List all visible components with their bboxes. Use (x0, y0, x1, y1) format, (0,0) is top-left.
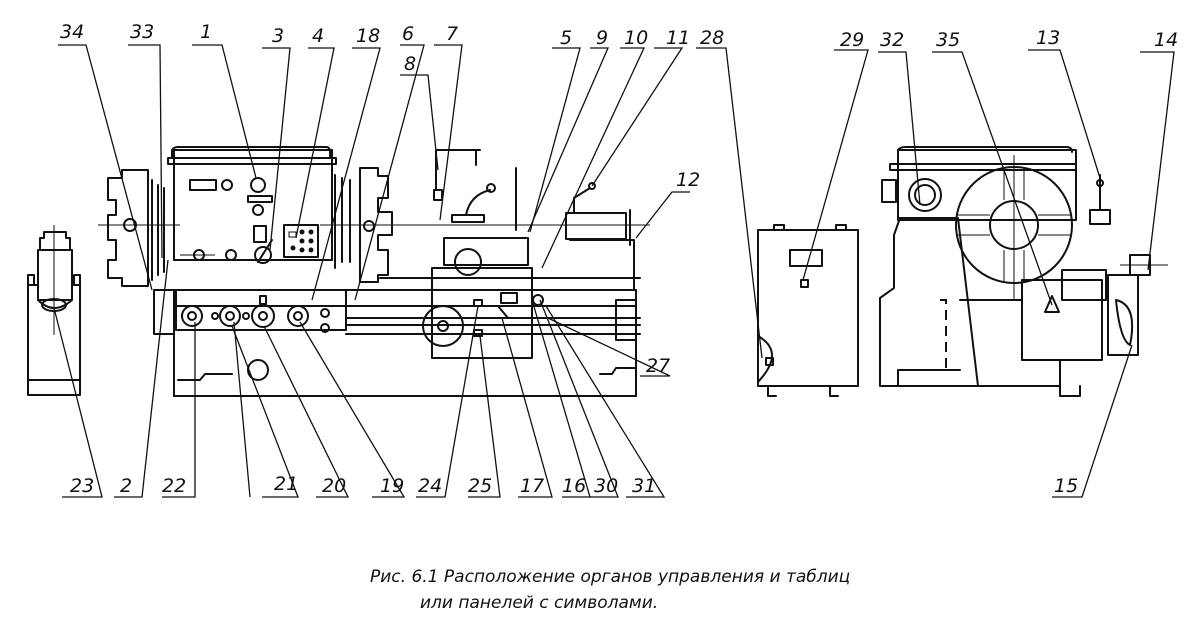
tailstock-end-view (27, 225, 81, 396)
callout-3: 3 (272, 25, 284, 47)
leader-lines (53, 44, 1175, 498)
callout-7: 7 (446, 23, 458, 45)
callout-24: 24 (418, 475, 442, 497)
callout-21: 21 (274, 473, 298, 495)
callout-35: 35 (936, 29, 960, 51)
callout-19: 19 (380, 475, 404, 497)
callout-31: 31 (632, 475, 656, 497)
callout-25: 25 (468, 475, 492, 497)
callout-labels: 34 33 1 3 4 18 6 7 8 5 9 10 11 28 29 32 … (60, 21, 1178, 497)
callout-27: 27 (646, 355, 670, 377)
callout-22: 22 (162, 475, 186, 497)
callout-18: 18 (356, 25, 380, 47)
callout-4: 4 (312, 25, 324, 47)
callout-34: 34 (60, 21, 84, 43)
callout-16: 16 (562, 475, 586, 497)
callout-17: 17 (520, 475, 544, 497)
callout-15: 15 (1054, 475, 1078, 497)
feed-box-knobs (181, 295, 330, 333)
callout-12: 12 (676, 169, 700, 191)
callout-8: 8 (404, 53, 416, 75)
symbol-panel-4 (288, 229, 314, 253)
callout-9: 9 (596, 27, 608, 49)
callout-1: 1 (200, 21, 212, 43)
lathe-side-view (879, 146, 1168, 397)
callout-29: 29 (840, 29, 864, 51)
callout-14: 14 (1154, 29, 1178, 51)
callout-28: 28 (700, 27, 724, 49)
callout-6: 6 (402, 23, 414, 45)
callout-33: 33 (130, 21, 154, 43)
figure-caption-line2: или панелей с символами. (420, 593, 658, 613)
electrical-cabinet (757, 224, 859, 397)
callout-32: 32 (880, 29, 904, 51)
callout-5: 5 (560, 27, 572, 49)
callout-30: 30 (594, 475, 618, 497)
callout-20: 20 (322, 475, 346, 497)
callout-13: 13 (1036, 27, 1060, 49)
callout-2: 2 (120, 475, 132, 497)
callout-11: 11 (666, 27, 690, 49)
callout-23: 23 (70, 475, 94, 497)
figure-caption-line1: Рис. 6.1 Расположение органов управления… (370, 567, 850, 587)
callout-10: 10 (624, 27, 648, 49)
lathe-front-view (98, 146, 650, 397)
